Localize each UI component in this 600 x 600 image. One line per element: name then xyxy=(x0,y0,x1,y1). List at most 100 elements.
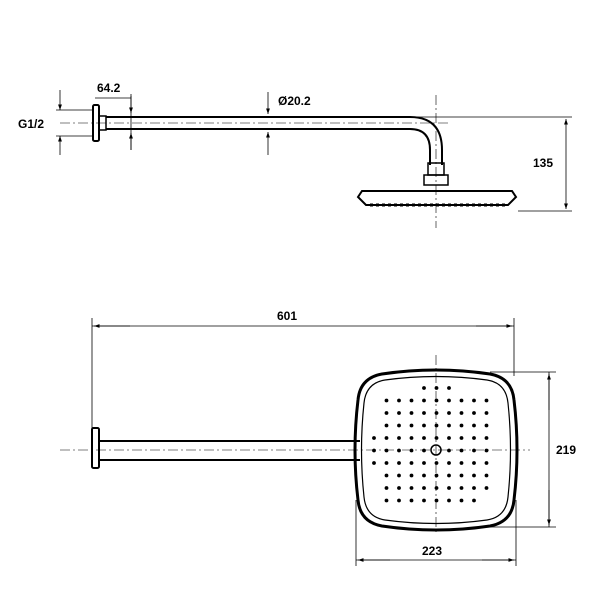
nozzle-dot xyxy=(459,486,464,490)
nozzle-dot xyxy=(484,436,489,440)
nozzle-dot xyxy=(472,486,476,490)
flange-offset-dimension: 64.2 xyxy=(95,81,133,150)
nozzle-dot xyxy=(472,473,476,478)
nozzle-dot xyxy=(472,398,476,403)
nozzle-dot xyxy=(372,448,376,453)
nozzle-dot xyxy=(422,498,426,503)
nozzle-dot xyxy=(484,486,489,490)
center-nozzle xyxy=(430,444,442,456)
nozzle-dot xyxy=(384,448,389,453)
nozzle-dot xyxy=(422,461,426,465)
total-length-label: 601 xyxy=(277,309,297,323)
nozzle-dot xyxy=(472,461,476,465)
nozzle-dot xyxy=(409,473,414,478)
nozzle-dot xyxy=(484,423,489,428)
nozzle-dot xyxy=(484,473,489,478)
nozzle-dot xyxy=(434,386,439,390)
nozzle-dot xyxy=(434,473,439,478)
nozzle-dot xyxy=(422,486,426,490)
nozzle-dot xyxy=(459,498,464,503)
arm-diameter-label: Ø20.2 xyxy=(278,94,311,108)
nozzle-dot xyxy=(384,411,389,415)
thread-label: G1/2 xyxy=(18,117,44,131)
nozzle-dot xyxy=(409,448,414,453)
nozzle-dot xyxy=(472,448,476,453)
top-view: 601 219 223 xyxy=(60,309,576,566)
nozzle-dot xyxy=(372,436,376,440)
nozzle-dot xyxy=(434,398,439,403)
nozzle-dot xyxy=(459,423,464,428)
nozzle-dot xyxy=(422,398,426,403)
head-height-dimension: 219 xyxy=(490,371,576,528)
nozzle-dot xyxy=(447,498,451,503)
nozzle-dot xyxy=(397,436,401,440)
nozzle-dot xyxy=(459,436,464,440)
nozzle-dot xyxy=(447,398,451,403)
head-height-label: 219 xyxy=(556,443,576,457)
nozzle-dot xyxy=(447,436,451,440)
nozzle-dot xyxy=(484,411,489,415)
nozzle-dot xyxy=(409,398,414,403)
nozzle-dot xyxy=(397,398,401,403)
nozzle-dot xyxy=(397,486,401,490)
nozzle-dot xyxy=(459,398,464,403)
top-shower-head-inner xyxy=(360,375,512,525)
nozzle-dot xyxy=(459,411,464,415)
nozzle-dot xyxy=(372,461,376,465)
nozzle-dot xyxy=(397,423,401,428)
nozzle-dot xyxy=(409,423,414,428)
head-width-label: 223 xyxy=(422,544,442,558)
nozzle-dot xyxy=(397,498,401,503)
nozzle-dot xyxy=(409,461,414,465)
nozzle-dot xyxy=(409,486,414,490)
nozzle-dot xyxy=(422,386,426,390)
nozzle-dot xyxy=(447,448,451,453)
side-view: G1/2 64.2 Ø20.2 135 xyxy=(18,81,572,228)
nozzle-dot xyxy=(422,473,426,478)
flange-offset-label: 64.2 xyxy=(97,81,121,95)
side-shower-arm xyxy=(106,116,443,165)
nozzle-dot xyxy=(434,498,439,503)
nozzle-dot xyxy=(459,473,464,478)
drop-height-label: 135 xyxy=(533,156,553,170)
nozzle-dot xyxy=(422,423,426,428)
nozzle-dot xyxy=(422,436,426,440)
nozzle-dot xyxy=(434,486,439,490)
nozzle-dot xyxy=(472,411,476,415)
nozzle-dot xyxy=(447,386,451,390)
side-shower-head xyxy=(356,190,518,206)
nozzle-dot xyxy=(447,423,451,428)
total-length-dimension: 601 xyxy=(91,309,515,430)
nozzle-dot xyxy=(434,461,439,465)
nozzle-dot xyxy=(384,473,389,478)
nozzle-dot xyxy=(472,436,476,440)
nozzle-dot xyxy=(447,486,451,490)
nozzle-dot xyxy=(384,398,389,403)
nozzle-dot xyxy=(459,461,464,465)
nozzle-dot xyxy=(434,411,439,415)
nozzle-dot xyxy=(409,498,414,503)
nozzle-dot xyxy=(484,398,489,403)
nozzle-dot xyxy=(422,448,426,453)
nozzle-dot xyxy=(397,461,401,465)
nozzle-dot xyxy=(447,461,451,465)
drop-height-dimension: 135 xyxy=(406,116,572,212)
nozzle-dot xyxy=(409,411,414,415)
nozzle-dot xyxy=(434,436,439,440)
head-width-dimension: 223 xyxy=(355,500,517,566)
nozzle-dot xyxy=(397,411,401,415)
nozzle-dot xyxy=(397,448,401,453)
nozzle-dot xyxy=(384,498,389,503)
nozzle-dot xyxy=(472,423,476,428)
nozzle-grid xyxy=(372,386,489,503)
nozzle-dot xyxy=(384,486,389,490)
nozzle-dot xyxy=(422,411,426,415)
top-wall-flange xyxy=(91,427,100,469)
nozzle-dot xyxy=(459,448,464,453)
top-shower-head-outer xyxy=(353,368,519,532)
nozzle-dot xyxy=(384,423,389,428)
thread-dimension: G1/2 xyxy=(18,90,92,155)
nozzle-dot xyxy=(484,461,489,465)
nozzle-dot xyxy=(397,473,401,478)
